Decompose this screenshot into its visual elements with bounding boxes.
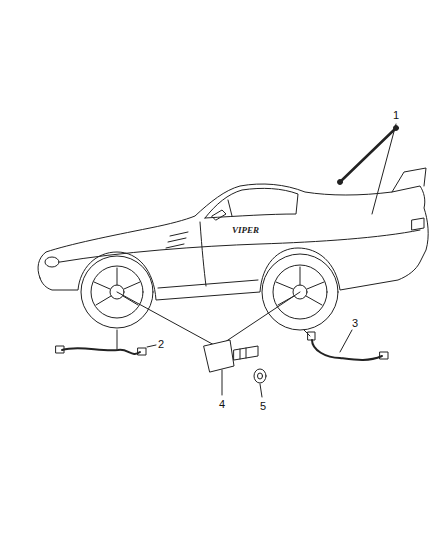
rear-spokes [276, 267, 324, 305]
leader-4 [222, 370, 223, 395]
taillight [412, 218, 424, 230]
part4-stem [240, 348, 246, 359]
part2-drop [117, 330, 118, 350]
headlight [45, 257, 59, 267]
callout-number: 4 [219, 399, 225, 410]
leader-5 [260, 384, 262, 397]
front-spokes [94, 268, 140, 305]
part4-valve [234, 346, 258, 360]
leader-wheel [117, 292, 216, 346]
rear-spoiler [392, 168, 426, 192]
part5-nut [254, 369, 266, 383]
part2-connector [138, 348, 146, 355]
part5-hole [258, 373, 263, 379]
part3-connector [308, 332, 315, 340]
part2-harness [62, 348, 140, 354]
side-vent [166, 232, 188, 248]
car-window [205, 188, 298, 218]
car-badge: VIPER [232, 226, 259, 235]
sill-line [158, 280, 258, 288]
part1-end [338, 180, 343, 185]
callout-number: 3 [352, 318, 358, 329]
part2-connector [56, 346, 64, 353]
callout-number: 1 [393, 110, 399, 121]
leader-3 [340, 330, 352, 352]
part3-connector [380, 352, 388, 359]
part3-drop [304, 330, 310, 336]
mirror [212, 210, 226, 220]
windshield-frame [228, 200, 232, 216]
leader-wheel [222, 292, 300, 344]
leader-1 [372, 124, 396, 214]
callout-number: 5 [260, 401, 266, 412]
callout-number: 2 [158, 339, 164, 350]
leader-2 [147, 345, 156, 347]
part4-sensor [204, 340, 234, 372]
part3-harness [312, 340, 382, 360]
door-line [200, 222, 206, 286]
